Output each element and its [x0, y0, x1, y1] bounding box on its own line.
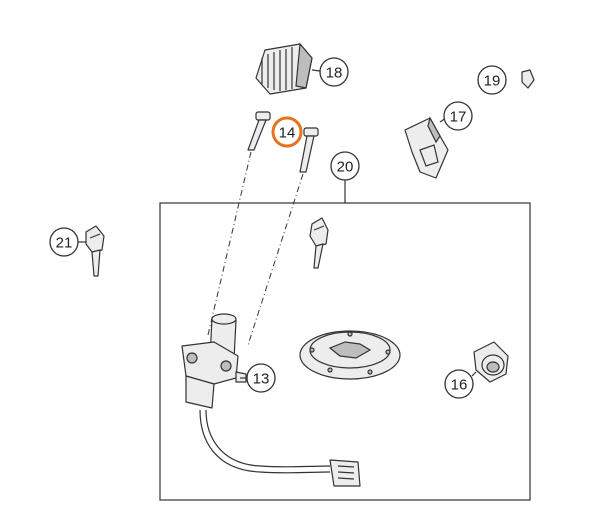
part-14-bolt-right[interactable] — [299, 127, 319, 173]
callout-18-label: 18 — [326, 65, 343, 82]
part-key-in-kit[interactable] — [309, 217, 329, 269]
part-16-lock-insert[interactable] — [473, 341, 509, 383]
leader-18 — [311, 69, 321, 72]
callout-18[interactable]: 18 — [319, 57, 349, 87]
leader-16 — [471, 371, 477, 377]
callout-13[interactable]: 13 — [246, 363, 276, 393]
callout-20-label: 20 — [337, 159, 354, 176]
callout-16-label: 16 — [451, 377, 468, 394]
part-17-bracket[interactable] — [404, 116, 449, 179]
callout-19[interactable]: 19 — [477, 65, 507, 95]
callout-16[interactable]: 16 — [444, 369, 474, 399]
callout-13-label: 13 — [253, 371, 270, 388]
part-19-clip[interactable] — [521, 69, 535, 89]
callout-14-label: 14 — [279, 125, 296, 142]
part-14-bolt-left[interactable] — [247, 111, 271, 151]
alignment-line-right — [247, 173, 304, 346]
callout-21[interactable]: 21 — [49, 227, 79, 257]
part-13-ignition-lock[interactable] — [181, 313, 361, 487]
callout-14[interactable]: 14 — [271, 116, 303, 148]
callout-17[interactable]: 17 — [443, 101, 473, 131]
callout-17-label: 17 — [450, 109, 467, 126]
callout-19-label: 19 — [484, 73, 501, 90]
callout-20[interactable]: 20 — [330, 151, 360, 181]
part-fuel-cap[interactable] — [299, 330, 401, 380]
callout-21-label: 21 — [56, 235, 73, 252]
part-18-cover[interactable] — [255, 42, 313, 95]
part-21-key[interactable] — [85, 225, 105, 277]
alignment-line-left — [207, 151, 252, 336]
